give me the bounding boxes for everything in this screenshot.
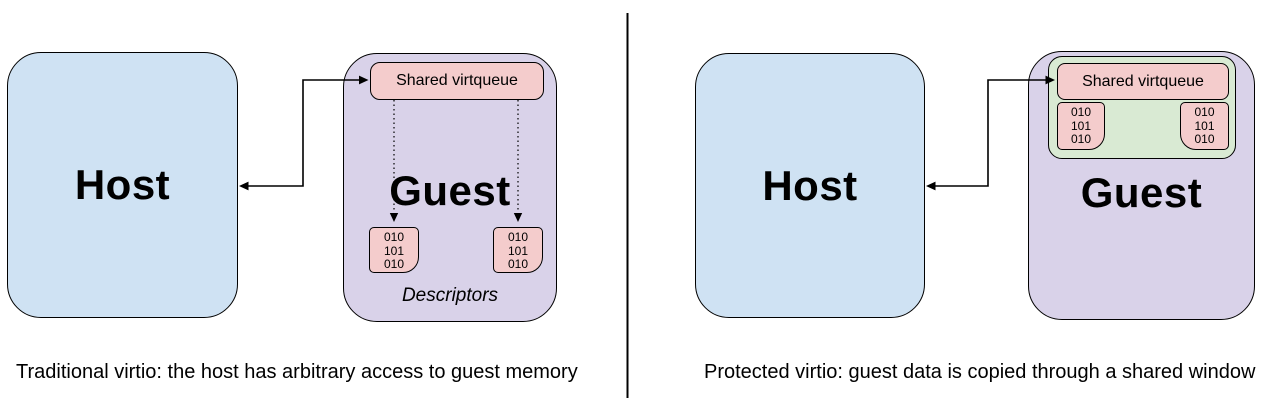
binary-line: 010 [1070, 105, 1092, 119]
binary-line: 101 [1194, 118, 1215, 133]
binary-line: 010 [1070, 132, 1092, 146]
shared-virtqueue-box: Shared virtqueue [370, 62, 544, 100]
binary-line: 101 [383, 243, 405, 258]
descriptor-box: 010 101 010 [493, 227, 543, 273]
binary-line: 101 [1070, 118, 1092, 133]
host-box: Host [695, 53, 925, 318]
binary-line: 010 [383, 230, 405, 244]
binary-line: 101 [507, 243, 529, 258]
shared-virtqueue-box: Shared virtqueue [1057, 63, 1229, 100]
arrowhead-left-icon [239, 181, 249, 191]
guest-label: Guest [1080, 169, 1203, 216]
descriptor-box: 010 101 010 [369, 227, 419, 273]
binary-line: 010 [1194, 105, 1215, 119]
shared-window-box: Shared virtqueue 010 101 010 010 101 010 [1048, 56, 1236, 159]
binary-line: 010 [507, 230, 529, 244]
descriptors-label: Descriptors [401, 285, 499, 306]
guest-label: Guest [389, 167, 511, 214]
caption-protected-virtio: Protected virtio: guest data is copied t… [704, 361, 1256, 383]
host-label: Host [74, 161, 171, 208]
descriptor-box: 010 101 010 [1057, 102, 1105, 150]
host-label: Host [762, 161, 858, 209]
shared-virtqueue-label: Shared virtqueue [396, 72, 518, 89]
descriptor-box: 010 101 010 [1180, 102, 1229, 150]
binary-line: 010 [383, 257, 405, 271]
host-box: Host [7, 52, 238, 318]
binary-line: 010 [507, 257, 529, 271]
binary-line: 010 [1194, 132, 1215, 146]
caption-traditional-virtio: Traditional virtio: the host has arbitra… [16, 361, 578, 383]
guest-box: Shared virtqueue Guest 010 101 010 010 1… [343, 53, 557, 322]
shared-virtqueue-label: Shared virtqueue [1082, 72, 1204, 90]
guest-box: Shared virtqueue 010 101 010 010 101 010… [1028, 51, 1255, 320]
arrowhead-left-icon [926, 181, 936, 191]
